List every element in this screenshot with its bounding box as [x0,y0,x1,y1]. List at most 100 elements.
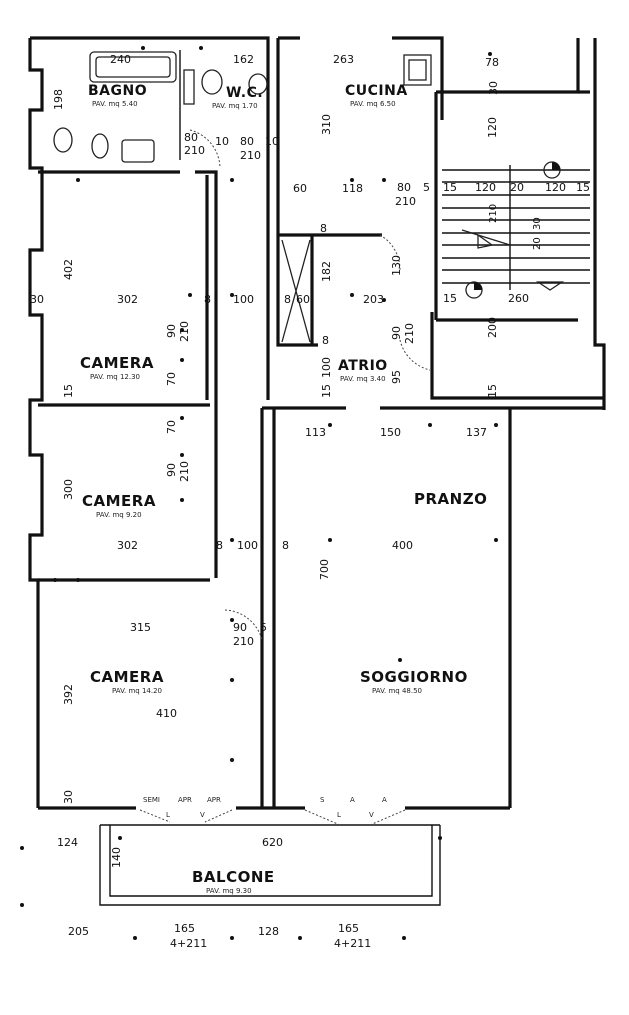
dimension-label: 15 [443,292,457,305]
dimension-label: 392 [62,684,75,705]
room-name-pranzo: PRANZO [414,490,487,508]
dimension-label: 165 [338,922,359,935]
dimension-label: 100 [233,293,254,306]
dimension-label: 8 [284,293,291,306]
room-name-camera-3: CAMERA [90,668,164,686]
dimension-label: 400 [392,539,413,552]
dimension-label: 240 [110,53,131,66]
toilet-icon [53,127,73,153]
staircase [442,165,590,291]
dimension-label: 205 [68,925,89,938]
dimension-label: 210 [488,204,499,223]
window-label: A [382,796,387,804]
room-area-soggiorno: PAV. mq 48.50 [372,687,422,695]
dimension-label: 15 [443,181,457,194]
window-label: APR [178,796,192,804]
room-name-wc: W.C. [226,85,263,101]
dimension-label: 30 [30,293,44,306]
dimension-label: 210 [233,635,254,648]
room-name-cucina: CUCINA [345,83,408,99]
room-area-atrio: PAV. mq 3.40 [340,375,386,383]
dimension-label: 113 [305,426,326,439]
dimension-label: 8 [216,539,223,552]
dimension-label: 15 [576,181,590,194]
dimension-label: 300 [62,479,75,500]
dimension-label: 120 [475,181,496,194]
dimension-label: 315 [130,621,151,634]
dimension-label: 80 [184,131,198,144]
dimension-label: 5 [423,181,430,194]
dimension-label: 165 [174,922,195,935]
bathtub-icon [89,51,177,83]
dimension-label: 30 [62,790,75,804]
dimension-label: 90 [165,324,178,338]
room-name-camera-2: CAMERA [82,492,156,510]
dimension-label: 20 [532,237,543,250]
dimension-label: 90 [165,463,178,477]
dimension-label: 20 [510,181,524,194]
dimension-label: 8 [282,539,289,552]
dimension-label: 4+211 [334,937,371,950]
dimension-label: 402 [62,259,75,280]
dimension-label: 210 [184,144,205,157]
dimension-label: 5 [260,621,267,634]
dimension-label: 210 [240,149,261,162]
dimension-label: 118 [342,182,363,195]
wc-toilet-icon [201,69,223,95]
dimension-label: 120 [486,117,499,138]
dimension-label: 60 [296,293,310,306]
bidet-icon [91,133,109,159]
dimension-label: 90 [233,621,247,634]
dimension-labels: 240 162 263 78 198 30 120 310 80 210 10 … [30,53,590,950]
room-name-balcone: BALCONE [192,868,275,886]
window-label: A [350,796,355,804]
dimension-label: 200 [486,317,499,338]
dimension-label: 8 [322,334,329,347]
dimension-label: 80 [240,135,254,148]
dimension-label: 310 [320,114,333,135]
room-name-soggiorno: SOGGIORNO [360,668,468,686]
dimension-label: 8 [320,222,327,235]
walls [28,36,606,906]
dimension-label: 80 [397,181,411,194]
dimension-label: 260 [508,292,529,305]
dimension-label: 410 [156,707,177,720]
dimension-label: 100 [237,539,258,552]
room-name-bagno: BAGNO [88,83,147,99]
dimension-label: 210 [178,321,191,342]
room-name-camera-1: CAMERA [80,354,154,372]
dimension-label: 700 [318,559,331,580]
window-label: S [320,796,325,804]
dimension-label: 263 [333,53,354,66]
window-label: APR [207,796,221,804]
sink-icon [121,139,155,163]
dimension-label: 4+211 [170,937,207,950]
dimension-label: 620 [262,836,283,849]
dimension-label: 120 [545,181,566,194]
window-label: SEMI [143,796,160,804]
room-area-cucina: PAV. mq 6.50 [350,100,396,108]
room-area-wc: PAV. mq 1.70 [212,102,258,110]
window-label: V [200,811,205,819]
dimension-label: 100 [320,357,333,378]
dimension-label: 95 [390,370,403,384]
dimension-label: 203 [363,293,384,306]
dimension-label: 210 [403,323,416,344]
dimension-label: 302 [117,539,138,552]
window-label: V [369,811,374,819]
dimension-label: 78 [485,56,499,69]
chimney-icon [403,54,432,86]
dimension-ticks [20,46,498,940]
dimension-label: 130 [390,255,403,276]
dimension-label: 162 [233,53,254,66]
dimension-label: 182 [320,261,333,282]
dimension-label: 210 [395,195,416,208]
room-area-camera-3: PAV. mq 14.20 [112,687,162,695]
dimension-label: 70 [165,372,178,386]
room-area-camera-2: PAV. mq 9.20 [96,511,142,519]
dimension-label: 30 [487,81,500,95]
dimension-label: 15 [486,384,499,398]
dimension-label: 30 [532,217,543,230]
room-labels: BAGNO PAV. mq 5.40 W.C. PAV. mq 1.70 CUC… [80,83,487,895]
dimension-label: 137 [466,426,487,439]
